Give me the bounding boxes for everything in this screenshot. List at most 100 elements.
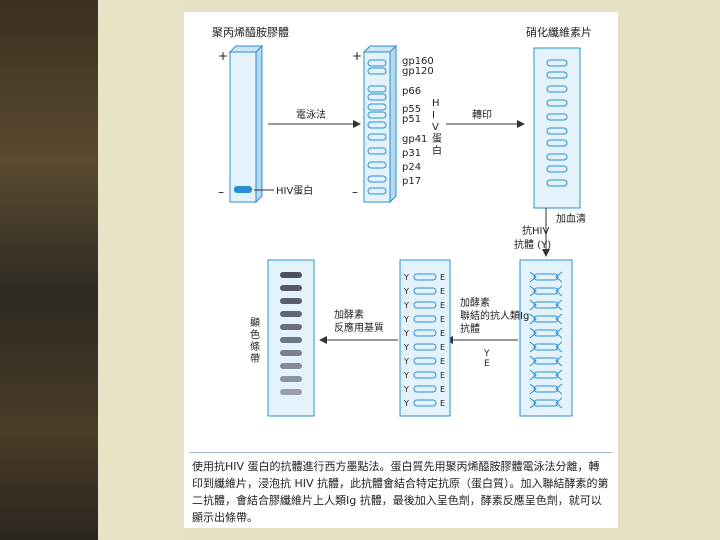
separated-protein-bands bbox=[367, 59, 387, 195]
vertical-char: 顯 bbox=[250, 317, 260, 329]
color-band bbox=[280, 376, 302, 382]
vertical-char: H bbox=[432, 98, 440, 109]
y-mark: Y bbox=[403, 315, 409, 324]
y-mark: Y bbox=[403, 371, 409, 380]
color-band bbox=[280, 324, 302, 330]
gel-title: 聚丙烯醯胺膠體 bbox=[212, 25, 289, 39]
transferred-band bbox=[546, 59, 568, 67]
caption-line: 使用抗HIV 蛋白的抗體進行西方墨點法。蛋白質先用聚丙烯醯胺膠體電泳法分離，轉 bbox=[192, 460, 600, 473]
protein-band bbox=[367, 147, 387, 155]
e-mark: E bbox=[440, 357, 445, 366]
color-band bbox=[280, 363, 302, 369]
e-mark: E bbox=[440, 315, 445, 324]
transferred-band bbox=[546, 85, 568, 93]
hiv-protein-label: HIV蛋白 bbox=[276, 184, 313, 197]
gel-strip-1 bbox=[228, 44, 264, 204]
vertical-char: 色 bbox=[250, 328, 260, 341]
antibody-mark bbox=[529, 397, 563, 409]
background-stripe bbox=[98, 0, 182, 540]
color-bands bbox=[280, 272, 302, 395]
e-mark: E bbox=[440, 371, 445, 380]
background-photo bbox=[0, 0, 98, 540]
protein-label: gp160 bbox=[402, 56, 434, 67]
y-mark-legend: Y bbox=[483, 349, 490, 359]
enzyme-label-line: 聯結的抗人類Ig bbox=[460, 309, 529, 322]
e-mark: E bbox=[440, 273, 445, 282]
antibody-mark bbox=[529, 383, 563, 395]
enzyme-label-line: 抗體 bbox=[460, 322, 480, 335]
transferred-band bbox=[546, 179, 568, 187]
transferred-band bbox=[546, 71, 568, 79]
e-mark: E bbox=[440, 343, 445, 352]
caption-line: 印到纖維片，浸泡抗 HIV 抗體，此抗體會結合特定抗原（蛋白質）。加入聯結酵素的… bbox=[192, 477, 609, 490]
antibody-band bbox=[533, 399, 559, 407]
antibody-band bbox=[533, 371, 559, 379]
e-mark: E bbox=[440, 329, 445, 338]
antibody-mark bbox=[529, 355, 563, 367]
antibody-mark bbox=[529, 271, 563, 283]
vertical-char: 條 bbox=[250, 340, 260, 353]
enzyme-label-line: 加酵素 bbox=[460, 296, 490, 309]
caption-rule bbox=[190, 452, 612, 453]
protein-band bbox=[367, 133, 387, 141]
hiv-protein-vertical-label: HIV蛋白 bbox=[432, 98, 442, 157]
antibody-mark bbox=[529, 313, 563, 325]
antibody-mark bbox=[529, 327, 563, 339]
electrophoresis-label: 電泳法 bbox=[296, 108, 326, 121]
antibody-y-label: 抗體 (Y) bbox=[514, 238, 551, 251]
protein-band bbox=[367, 85, 387, 93]
antibody-mark bbox=[529, 369, 563, 381]
y-mark: Y bbox=[403, 343, 409, 352]
enzyme-band bbox=[413, 371, 437, 379]
y-mark: Y bbox=[403, 329, 409, 338]
transferred-band bbox=[546, 153, 568, 161]
antibody-band bbox=[533, 315, 559, 323]
enzyme-band bbox=[413, 343, 437, 351]
protein-label: p51 bbox=[402, 114, 421, 125]
e-mark-legend: E bbox=[484, 359, 490, 369]
color-band bbox=[280, 389, 302, 395]
hiv-protein-band bbox=[234, 186, 252, 193]
caption-line: 顯示出條帶。 bbox=[192, 511, 258, 524]
vertical-char: V bbox=[432, 122, 439, 133]
protein-label: p55 bbox=[402, 104, 421, 115]
transferred-band bbox=[546, 99, 568, 107]
color-band bbox=[280, 272, 302, 278]
enzyme-band bbox=[413, 315, 437, 323]
vertical-char: 蛋 bbox=[432, 133, 442, 145]
protein-label: gp120 bbox=[402, 66, 434, 77]
enzyme-band bbox=[413, 301, 437, 309]
protein-band bbox=[367, 175, 387, 183]
y-mark: Y bbox=[403, 273, 409, 282]
nitrocellulose-sheet-2 bbox=[519, 259, 573, 417]
add-serum-label: 加血清 bbox=[556, 212, 586, 225]
e-mark: E bbox=[440, 399, 445, 408]
antibody-band bbox=[533, 329, 559, 337]
protein-label: p66 bbox=[402, 86, 421, 97]
protein-band bbox=[367, 187, 387, 195]
transferred-band bbox=[546, 113, 568, 121]
antibody-band bbox=[533, 343, 559, 351]
enzyme-band bbox=[413, 329, 437, 337]
antibody-mark bbox=[529, 341, 563, 353]
transferred-band bbox=[546, 165, 568, 173]
antibody-mark bbox=[529, 285, 563, 297]
substrate-label-line: 反應用基質 bbox=[334, 321, 384, 334]
y-mark: Y bbox=[403, 301, 409, 310]
enzyme-band bbox=[413, 357, 437, 365]
protein-band bbox=[367, 93, 387, 101]
enzyme-band bbox=[413, 399, 437, 407]
anti-hiv-label: 抗HIV bbox=[522, 224, 549, 237]
transferred-band bbox=[546, 139, 568, 147]
color-band bbox=[280, 337, 302, 343]
nitrocellulose-sheet-3 bbox=[399, 259, 451, 417]
vertical-char: 帶 bbox=[250, 353, 260, 365]
protein-band bbox=[367, 103, 387, 111]
protein-band bbox=[367, 67, 387, 75]
antibody-band bbox=[533, 273, 559, 281]
